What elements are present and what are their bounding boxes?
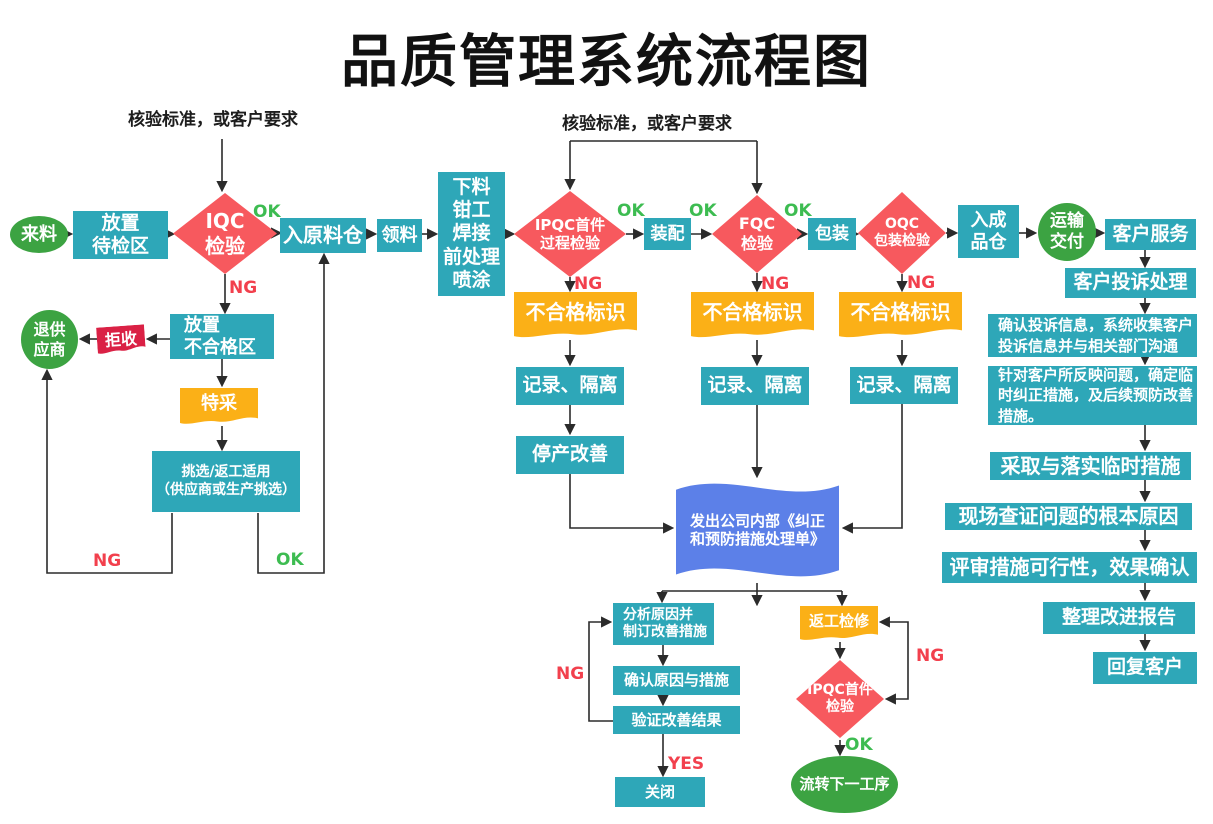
banner-shape [676, 483, 839, 577]
node-production-processes: 下料 钳工 焊接 前处理 喷涂 [438, 172, 505, 296]
node-into-finished-warehouse: 入成 品仓 [958, 205, 1019, 258]
connector [41, 368, 173, 574]
node-reply-customer: 回复客户 [1093, 652, 1197, 684]
connector [569, 474, 675, 534]
node-customer-service: 客户服务 [1105, 219, 1196, 250]
label-ng-ipqc: NG [574, 274, 603, 294]
node-incoming-material: 来料 [10, 216, 68, 253]
flag-shape [800, 606, 878, 640]
node-complaint-handling: 客户投诉处理 [1065, 268, 1196, 298]
label-ok-iqc: OK [253, 202, 281, 222]
node-defective-label-2: 不合格标识 [691, 292, 814, 340]
node-improvement-report: 整理改进报告 [1043, 602, 1195, 634]
node-capa-banner: 发出公司内部《纠正 和预防措施处理单》 [676, 477, 839, 583]
node-record-isolate-1: 记录、隔离 [516, 367, 624, 405]
label-ng-ipqc-first: NG [916, 646, 945, 666]
node-implement-temp-measures: 采取与落实临时措施 [990, 452, 1191, 480]
node-confirm-cause: 确认原因与措施 [613, 666, 740, 695]
node-return-supplier: 退供 应商 [21, 310, 78, 369]
label-ok-ipqc-first: OK [845, 735, 873, 755]
node-packing: 包装 [808, 218, 856, 250]
node-transport-delivery: 运输 交付 [1038, 203, 1096, 261]
node-review-measures: 评审措施可行性，效果确认 [942, 552, 1197, 583]
node-analyze-cause: 分析原因并 制订改善措施 [613, 603, 714, 645]
connector [841, 404, 903, 534]
node-verify-root-cause: 现场查证问题的根本原因 [945, 503, 1192, 530]
node-defective-label-3: 不合格标识 [839, 292, 962, 340]
label-ok-sorting: OK [276, 550, 304, 570]
node-confirm-complaint: 确认投诉信息，系统收集客户 投诉信息并与相关部门沟通 [988, 314, 1197, 357]
page-title: 品质管理系统流程图 [341, 29, 872, 95]
flag-shape [514, 292, 637, 338]
flag-shape [839, 292, 962, 338]
node-record-isolate-3: 记录、隔离 [850, 367, 958, 404]
label-yes-verify: YES [668, 754, 705, 774]
note-check-standard-right: 核验标准，或客户要求 [562, 114, 732, 134]
connector [588, 616, 613, 722]
label-ng-fqc: NG [761, 274, 790, 294]
label-ok-fqc: OK [784, 201, 812, 221]
node-reject-flag: 拒收 [96, 324, 146, 355]
node-stop-production: 停产改善 [516, 436, 624, 474]
node-record-isolate-2: 记录、隔离 [701, 367, 809, 405]
node-special-acceptance-flag: 特采 [180, 388, 258, 426]
label-ok-assembly: OK [689, 201, 717, 221]
node-assembly: 装配 [644, 218, 691, 250]
node-temp-measures-plan: 针对客户所反映问题，确定临 时纠正措施，及后续预防改善 措施。 [988, 366, 1197, 425]
flag-shape [96, 324, 146, 354]
label-ng-iqc: NG [229, 278, 258, 298]
flag-shape [691, 292, 814, 338]
connector [884, 660, 909, 705]
node-sorting-rework: 挑选/返工适用 （供应商或生产挑选） [152, 451, 300, 512]
label-ok-ipqc: OK [617, 201, 645, 221]
node-place-pending-area: 放置 待检区 [73, 211, 168, 259]
flag-shape [180, 388, 258, 424]
node-rework-repair-flag: 返工检修 [800, 606, 878, 642]
node-into-raw-warehouse: 入原料仓 [280, 218, 366, 253]
node-defective-label-1: 不合格标识 [514, 292, 637, 340]
node-place-defective-area: 放置 不合格区 [170, 314, 274, 359]
connector [878, 616, 909, 660]
node-verify-results: 验证改善结果 [613, 706, 740, 734]
node-next-process: 流转下一工序 [791, 756, 898, 813]
label-ng-sorting: NG [93, 551, 122, 571]
label-ng-verify: NG [556, 664, 585, 684]
label-ng-oqc: NG [907, 273, 936, 293]
connector [257, 252, 330, 574]
note-check-standard-left: 核验标准，或客户要求 [128, 110, 298, 130]
node-close: 关闭 [615, 777, 705, 807]
node-material-requisition: 领料 [377, 219, 422, 252]
